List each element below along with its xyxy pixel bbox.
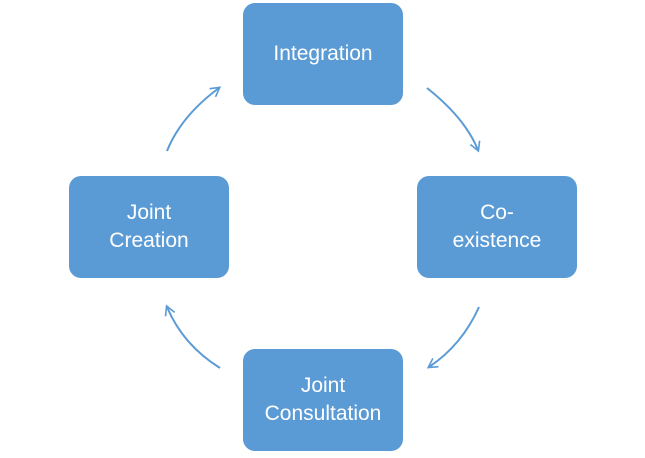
node-joint-creation: Joint Creation — [69, 176, 229, 278]
arrow-coexistence-to-consultation — [426, 306, 480, 369]
arrow-creation-to-integration — [166, 86, 222, 152]
arrow-consultation-to-creation — [164, 304, 221, 369]
node-coexistence-label: Co- existence — [452, 201, 542, 252]
arrow-integration-to-coexistence — [426, 87, 481, 153]
node-joint-consultation-label: Joint Consultation — [264, 374, 382, 425]
node-coexistence: Co- existence — [417, 176, 577, 278]
node-integration-label: Integration — [273, 42, 373, 65]
node-joint-consultation: Joint Consultation — [243, 349, 403, 451]
node-integration: Integration — [243, 3, 403, 105]
node-joint-creation-label: Joint Creation — [109, 201, 189, 252]
